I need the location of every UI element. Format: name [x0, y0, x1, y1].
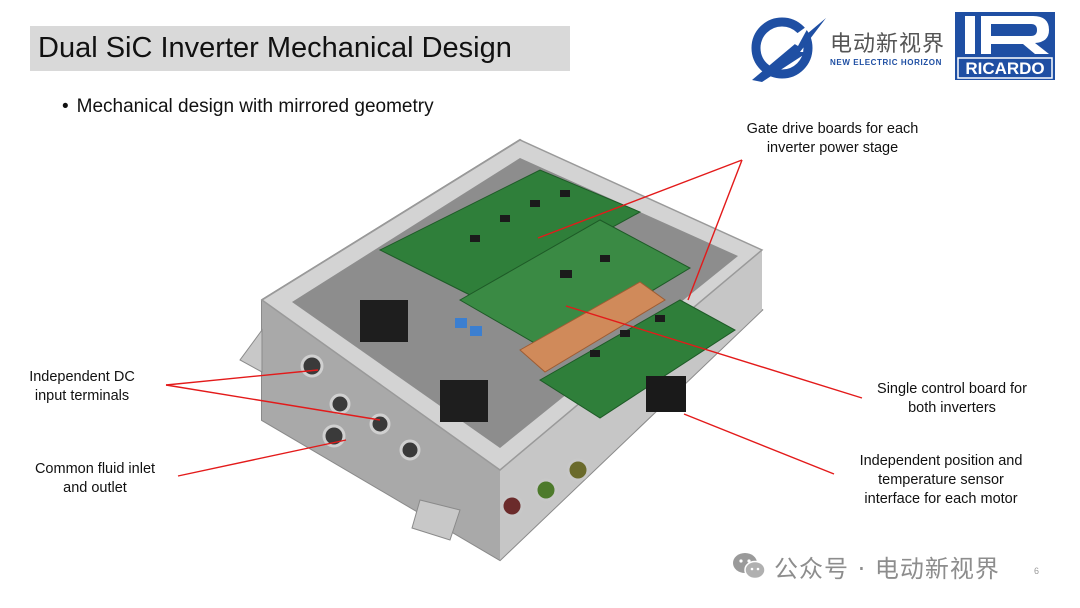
- wechat-icon: [733, 553, 766, 580]
- new-electric-horizon-logo: 电动新视界 NEW ELECTRIC HORIZON: [748, 10, 948, 84]
- ricardo-r-icon: RICARDO: [955, 12, 1055, 80]
- ricardo-text: RICARDO: [965, 59, 1044, 78]
- blue-capacitor: [470, 326, 482, 336]
- callout-dc-terminals: Independent DC input terminals: [29, 369, 135, 404]
- callout-sensor: Independent position and temperature sen…: [859, 453, 1023, 507]
- callout-control-board: Single control board for both inverters: [877, 381, 1027, 416]
- copper-busbar: [519, 281, 666, 373]
- page-number: 6: [1034, 566, 1040, 576]
- sensor-connector: [646, 376, 686, 412]
- bullet-text: Mechanical design with mirrored geometry: [76, 96, 434, 117]
- dc-terminal-block: [440, 380, 488, 422]
- mounting-tab: [239, 328, 263, 373]
- ricardo-logo: RICARDO: [955, 12, 1055, 80]
- title-bar: Dual SiC Inverter Mechanical Design: [30, 26, 570, 71]
- mounting-tab: [411, 499, 461, 541]
- callout-fluid: Common fluid inlet and outlet: [34, 461, 156, 496]
- watermark-text: 公众号 · 电动新视界: [774, 554, 1000, 583]
- lightning-globe-icon: [751, 17, 826, 82]
- control-board: [458, 219, 692, 353]
- bullet-dot: •: [62, 96, 69, 117]
- wechat-watermark: 公众号 · 电动新视界: [732, 550, 1000, 583]
- gate-drive-board-rear: [378, 169, 642, 301]
- logo-en-text: NEW ELECTRIC HORIZON: [830, 58, 942, 67]
- board-components: [470, 190, 665, 357]
- callout-gate-drive: Gate drive boards for each inverter powe…: [746, 121, 919, 156]
- blue-capacitor: [455, 318, 467, 328]
- bullet-item: • Mechanical design with mirrored geometr…: [62, 96, 434, 118]
- logo-cn-text: 电动新视界: [830, 32, 946, 57]
- front-connectors: [300, 354, 590, 518]
- dc-terminal-block: [360, 300, 408, 342]
- slide-title: Dual SiC Inverter Mechanical Design: [38, 32, 512, 64]
- callout-lines: [165, 159, 863, 477]
